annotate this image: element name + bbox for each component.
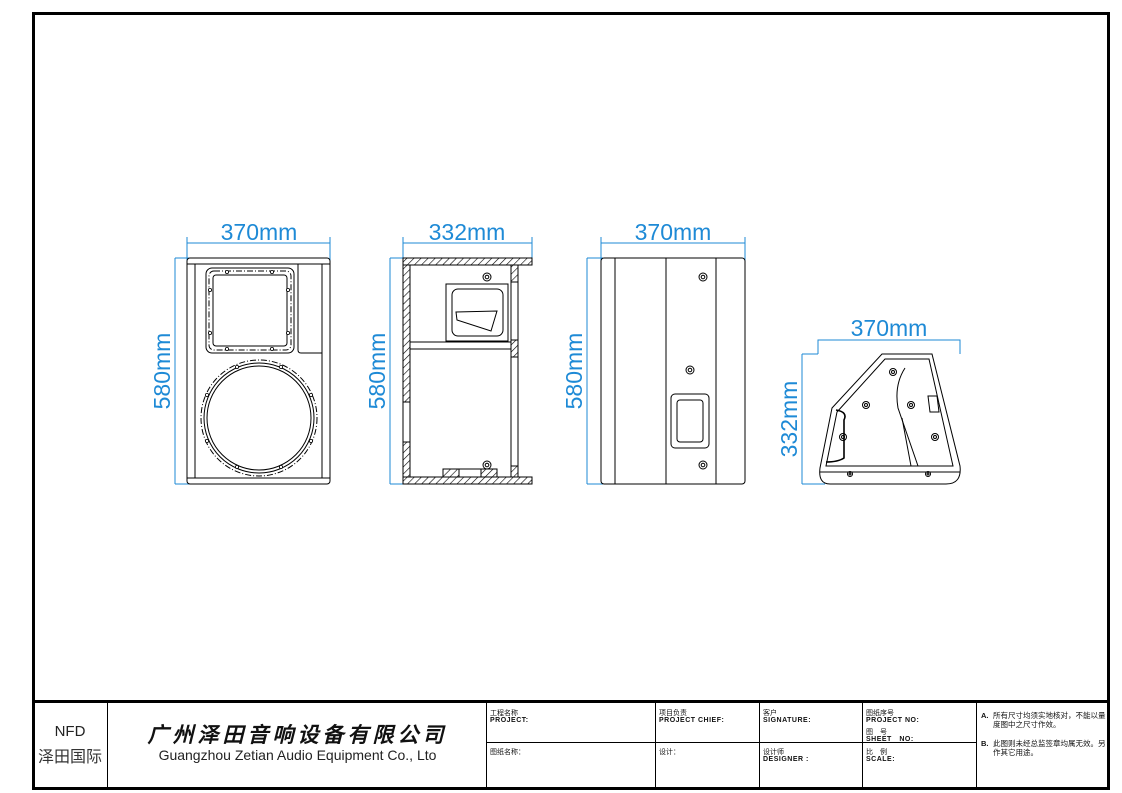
section-height-label: 580mm xyxy=(364,333,390,410)
company-name-chinese: 广州泽田音响设备有限公司 xyxy=(147,722,448,747)
title-block: NFD 泽田国际 广州泽田音响设备有限公司 Guangzhou Zetian A… xyxy=(32,700,1110,790)
design-field: 设计： xyxy=(656,742,760,790)
logo-cell: NFD 泽田国际 xyxy=(32,703,108,790)
side-height-label: 580mm xyxy=(561,333,587,410)
project-chief-field: 项目负责 PROJECT CHIEF: xyxy=(656,703,760,742)
section-view: 332mm 580mm xyxy=(364,219,533,485)
signature-field: 客户 SIGNATURE: xyxy=(760,703,863,742)
note-b: B. 此图则未经总监签章均属无效。另作其它用途。 xyxy=(981,739,1106,757)
project-no-field: 图纸序号 PROJECT NO: 图 号 SHEET NO: xyxy=(863,703,977,743)
angle-height-label: 332mm xyxy=(776,381,802,458)
section-width-label: 332mm xyxy=(429,219,506,245)
notes-cell: A. 所有尺寸均须实地核对，不能以量度图中之尺寸作效。 B. 此图则未经总监签章… xyxy=(977,703,1110,790)
drawing-name-field: 图纸名称： xyxy=(487,742,656,790)
side-height-dimension xyxy=(586,257,603,485)
front-width-label: 370mm xyxy=(221,219,298,245)
front-height-label: 580mm xyxy=(149,333,175,410)
monitor-angle-view: 370mm 332mm xyxy=(776,315,961,485)
company-name-english: Guangzhou Zetian Audio Equipment Co., Lt… xyxy=(158,747,437,763)
designer-field: 设计师 DESIGNER : xyxy=(760,742,863,790)
company-cell: 广州泽田音响设备有限公司 Guangzhou Zetian Audio Equi… xyxy=(108,703,487,790)
project-field: 工程名称 PROJECT: xyxy=(487,703,656,742)
sheet-border xyxy=(32,12,1110,790)
front-height-dimension xyxy=(174,257,190,485)
scale-field: 比 例 SCALE: xyxy=(863,742,977,790)
angle-height-dimension xyxy=(801,353,825,485)
angle-width-label: 370mm xyxy=(851,315,928,341)
technical-drawing: 370mm 580mm xyxy=(149,219,961,485)
title-block-divider xyxy=(487,742,977,743)
side-view: 370mm 580mm xyxy=(561,219,746,485)
logo-chinese: 泽田国际 xyxy=(37,747,102,766)
front-view: 370mm 580mm xyxy=(149,219,331,485)
note-a: A. 所有尺寸均须实地核对，不能以量度图中之尺寸作效。 xyxy=(981,711,1106,729)
angle-width-dimension xyxy=(817,339,961,354)
side-width-label: 370mm xyxy=(635,219,712,245)
logo-english: NFD xyxy=(54,723,86,740)
